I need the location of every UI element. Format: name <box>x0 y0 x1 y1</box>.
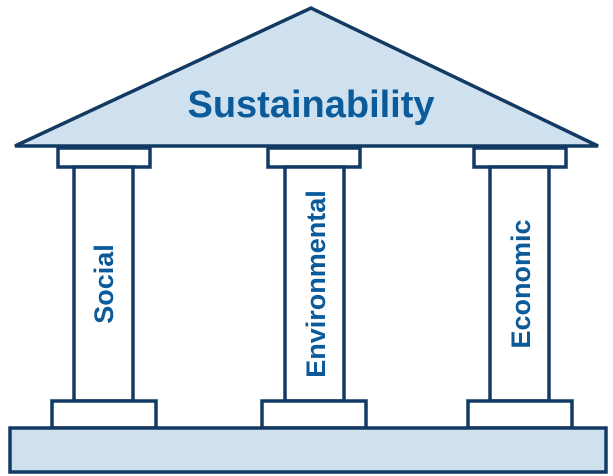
pillar-label: Social <box>89 244 119 324</box>
pillar-shaft <box>72 165 135 403</box>
pillar-social: Social <box>50 146 158 430</box>
roof-label: Sustainability <box>187 84 434 126</box>
pillar-plinth <box>466 399 574 430</box>
pillar-shaft <box>488 165 551 403</box>
pillar-capital <box>266 146 362 169</box>
pillar-environmental: Environmental <box>260 146 368 430</box>
pillar-economic: Economic <box>466 146 574 430</box>
pillar-label: Environmental <box>301 190 331 378</box>
pillar-capital <box>56 146 152 169</box>
roof <box>14 6 599 148</box>
pillar-capital <box>472 146 568 169</box>
pillar-shaft <box>283 165 346 403</box>
foundation-base <box>8 426 608 474</box>
pillar-plinth <box>50 399 158 430</box>
pillar-plinth <box>260 399 368 430</box>
pillar-label: Economic <box>506 219 536 348</box>
